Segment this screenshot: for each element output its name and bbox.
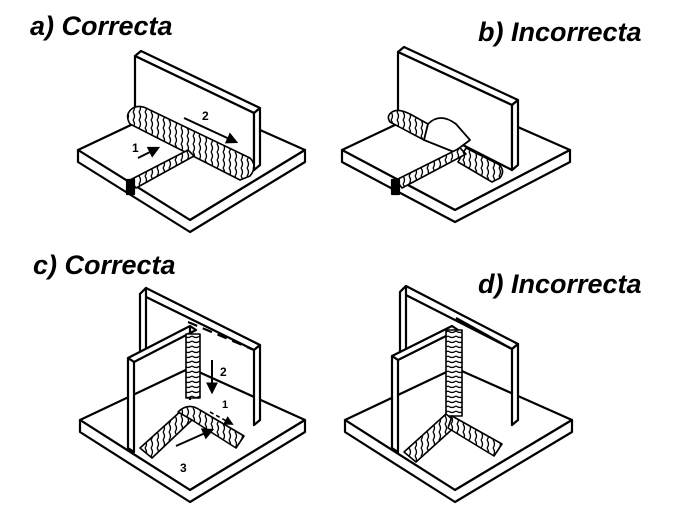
base-plate-edge xyxy=(76,148,307,234)
panel-c-drawing xyxy=(78,286,307,504)
panel-c-step-3: 3 xyxy=(180,461,187,475)
weld-bead-vertical xyxy=(185,333,201,399)
panel-b-label: b) Incorrecta xyxy=(478,17,642,47)
weld-bead-right xyxy=(457,147,504,183)
panel-a-label: a) Correcta xyxy=(30,11,173,41)
weld-bead-vertical xyxy=(445,329,463,417)
panel-c-label: c) Correcta xyxy=(33,250,176,280)
weld-bead-long xyxy=(126,105,255,181)
panel-c-step-1: 1 xyxy=(222,399,228,411)
panel-a-drawing xyxy=(76,49,307,234)
weld-bead-base-right xyxy=(177,405,245,449)
panel-a-step-1: 1 xyxy=(132,141,139,155)
panel-d-label: d) Incorrecta xyxy=(478,269,642,299)
panel-c-step-2: 2 xyxy=(220,365,227,379)
panel-b-drawing xyxy=(340,45,572,224)
panel-a-step-2: 2 xyxy=(202,109,209,123)
weld-bead-base-right xyxy=(447,415,503,457)
panel-d-drawing xyxy=(343,284,574,504)
